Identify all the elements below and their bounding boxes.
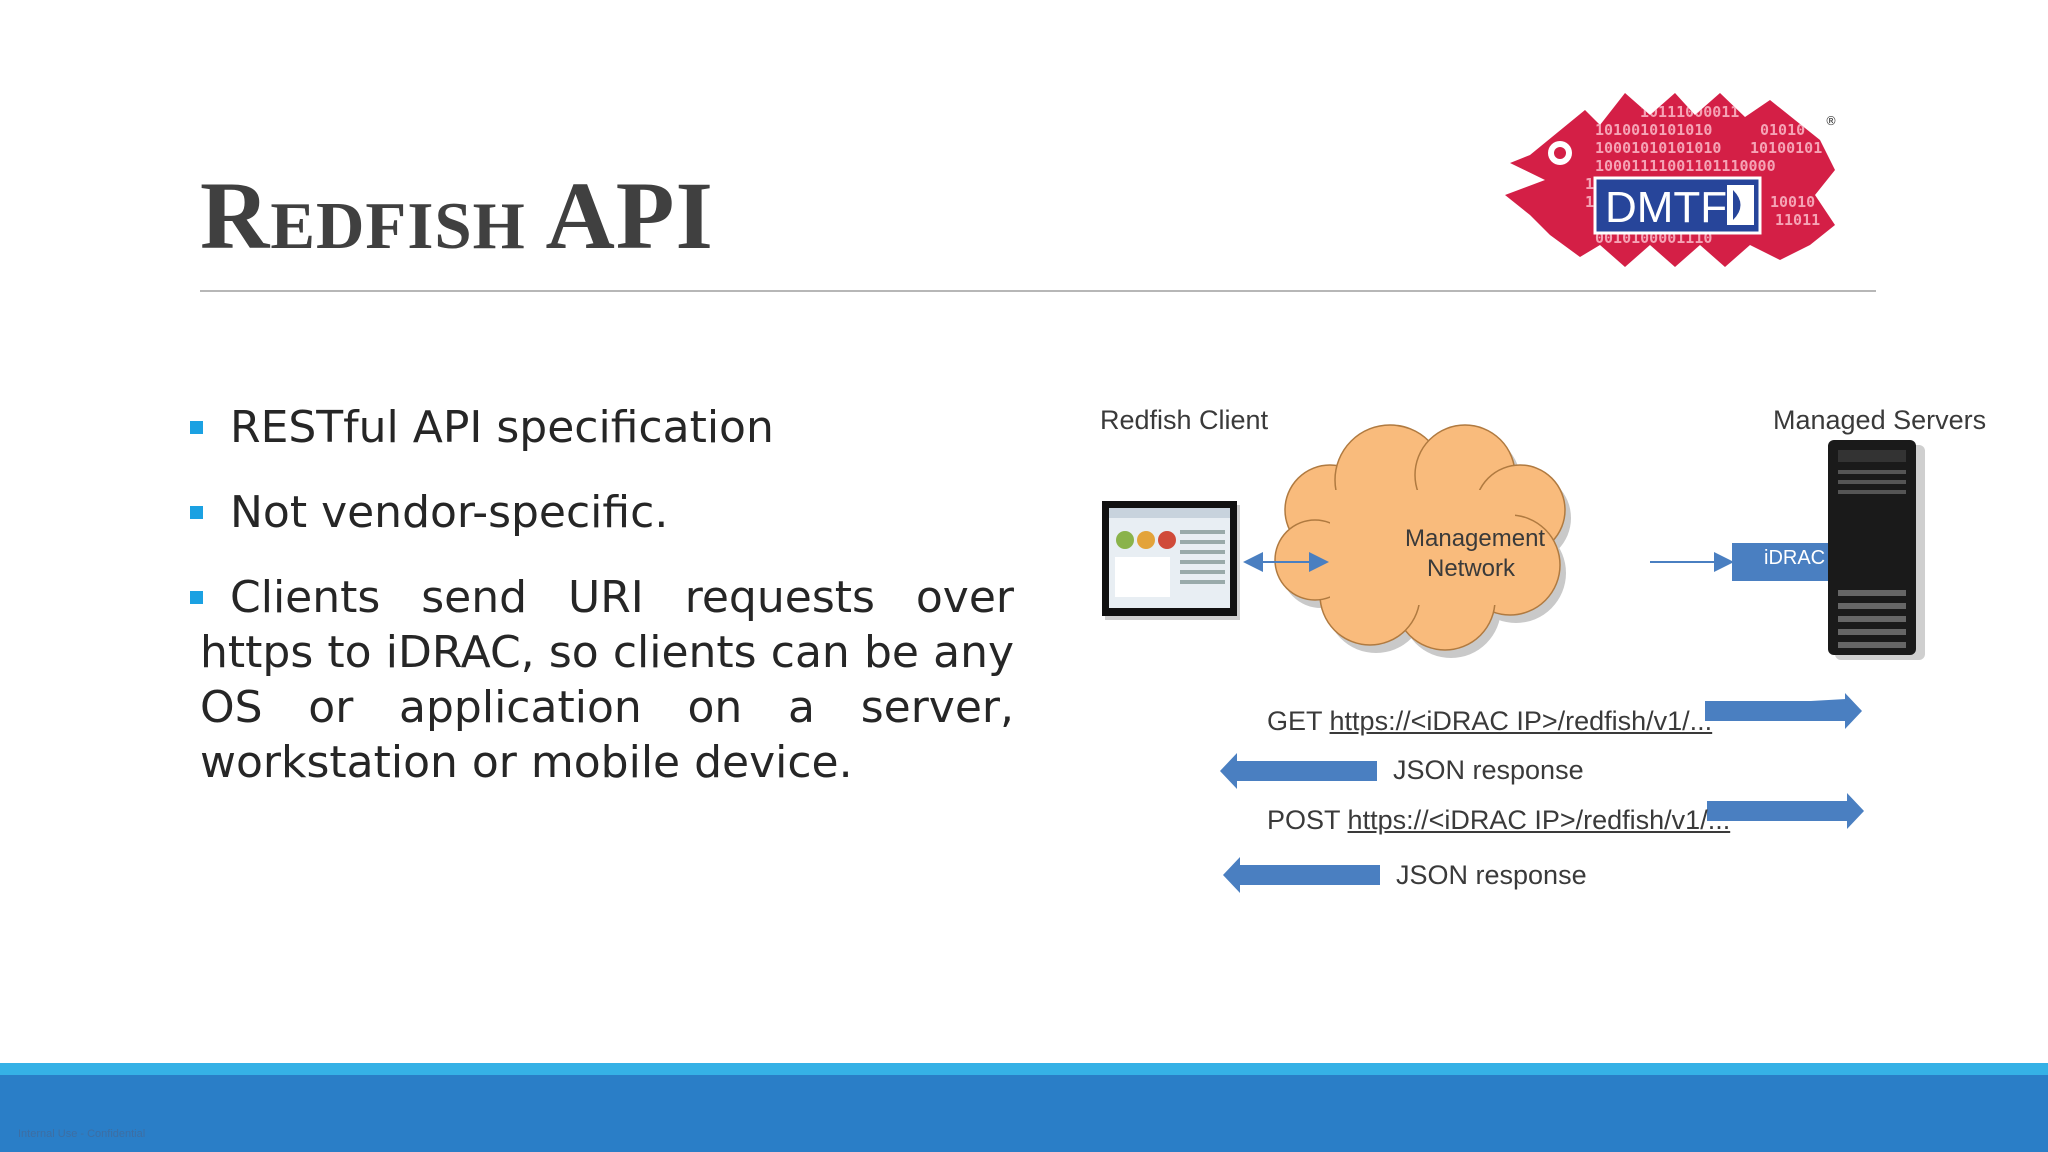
management-network-cloud [1274,424,1571,658]
get-url-link[interactable]: https://<iDRAC IP>/redfish/v1/... [1329,706,1713,736]
diagram-graphics [1102,424,1925,893]
network-label-line1: Management [1405,525,1546,552]
get-verb: GET [1267,706,1323,736]
logo-binary-row: 10111000011 [1640,103,1739,121]
logo-binary-row: 10001010101010 [1595,139,1721,157]
client-monitor-icon [1102,501,1240,620]
json-response-arrow-1 [1220,753,1377,789]
bullet-item: RESTful API specification [190,400,1014,455]
bullet-text: Not vendor-specific. [230,487,669,538]
logo-registered-mark: ® [1825,114,1837,128]
slide-title: Redfish API [200,162,714,269]
logo-binary-row: 10001111001101110000 [1595,157,1776,175]
get-request-label: GET https://<iDRAC IP>/redfish/v1/... [1267,706,1712,737]
post-verb: POST [1267,805,1341,835]
logo-binary-row: 1010010101010 [1595,121,1712,139]
get-arrow [1705,693,1862,729]
network-label-line2: Network [1427,555,1516,582]
post-request-label: POST https://<iDRAC IP>/redfish/v1/... [1267,805,1730,836]
json-response-arrow-2 [1223,857,1380,893]
post-arrow [1707,793,1864,829]
idrac-label: iDRAC [1764,547,1826,569]
bullet-marker [190,421,203,434]
bullet-item: Not vendor-specific. [190,485,1014,540]
server-tower-icon [1828,440,1925,660]
bullet-item: Clients send URI requests over https to … [190,570,1014,790]
logo-binary-row: 10010 [1770,193,1815,211]
redfish-diagram: Redfish Client Managed Servers Managemen… [1090,395,2000,915]
managed-servers-label: Managed Servers [1773,405,1987,435]
footer-accent-stripe [0,1063,2048,1075]
bullet-marker [190,506,203,519]
logo-binary-row: 01010 [1760,121,1805,139]
json-response-label-2: JSON response [1396,860,1587,890]
bullet-marker [190,591,203,604]
logo-binary-row: 11011 [1775,211,1820,229]
bullet-list: RESTful API specification Not vendor-spe… [190,400,1014,820]
bullet-text: RESTful API specification [230,402,774,453]
redfish-client-label: Redfish Client [1100,405,1269,435]
footer-note: Internal Use - Confidential [18,1128,146,1140]
footer-band [0,1075,2048,1152]
json-response-label-1: JSON response [1393,755,1584,785]
post-url-link[interactable]: https://<iDRAC IP>/redfish/v1/... [1347,805,1731,835]
bullet-text: Clients send URI requests over https to … [200,572,1014,788]
logo-binary-row: 10100101 [1750,139,1822,157]
dmtf-logo: 10111000011 1010010101010 01010 10001010… [1505,93,1837,267]
logo-text: DMTF [1605,183,1727,232]
title-divider [200,290,1876,292]
